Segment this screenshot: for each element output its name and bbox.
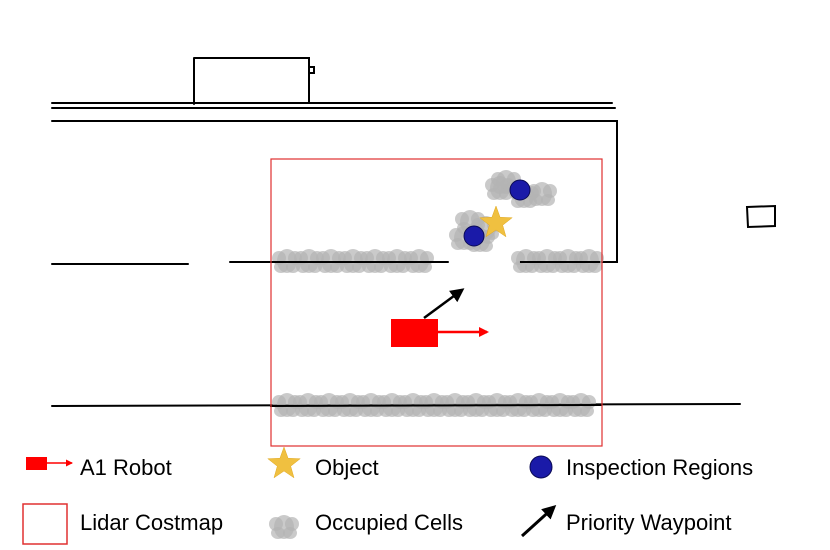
walls-overlay	[269, 261, 603, 407]
legend-inspection-circle-icon	[529, 455, 553, 479]
legend-object-star-icon	[267, 446, 301, 479]
legend-costmap-square-icon	[22, 503, 68, 545]
occupied-cells-cluster-upper	[485, 170, 557, 208]
occupied-cell	[527, 182, 557, 206]
small-box-right	[745, 204, 776, 229]
legend-label-robot: A1 Robot	[80, 455, 172, 480]
legend-waypoint-arrow-icon	[520, 504, 557, 538]
legend-label-object: Object	[315, 455, 379, 480]
rooftop-box	[193, 57, 315, 105]
inspection-region-lower	[463, 225, 485, 247]
occupied-cells-top-right	[511, 249, 604, 273]
robot-body	[391, 319, 438, 347]
inspection-region-upper	[509, 179, 531, 201]
object-star-icon	[479, 205, 513, 238]
legend-label-occupied: Occupied Cells	[315, 510, 463, 535]
building-walls	[51, 57, 776, 407]
priority-waypoint-arrow	[423, 288, 465, 320]
occupied-cell	[485, 176, 515, 200]
legend-label-inspection: Inspection Regions	[566, 455, 754, 480]
legend-occupied-cloud-icon	[269, 515, 299, 539]
legend-icons	[22, 446, 557, 545]
legend-label-waypoint: Priority Waypoint	[566, 510, 732, 535]
legend-cloud-blob	[269, 515, 299, 539]
top-wall-double	[51, 102, 618, 263]
legend-label-costmap: Lidar Costmap	[80, 510, 224, 535]
legend-robot-icon	[26, 457, 47, 470]
lidar-costmap	[270, 158, 603, 447]
